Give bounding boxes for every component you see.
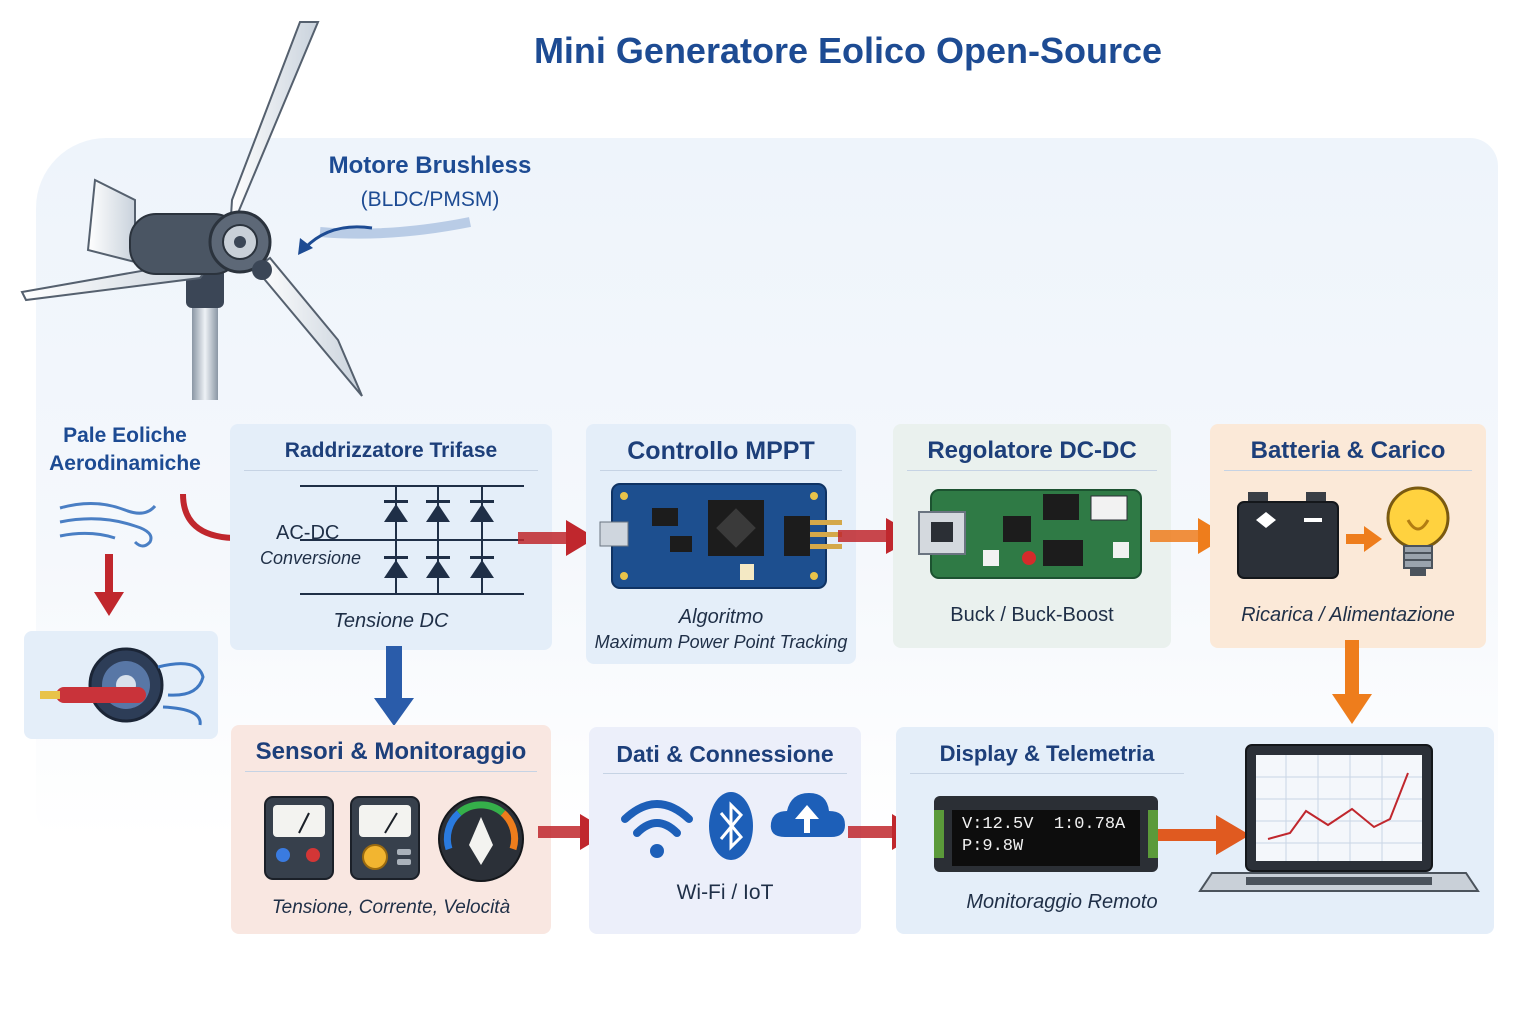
diode-bridge-icon (300, 485, 524, 595)
cloud-upload-icon (770, 793, 845, 837)
regulator-box: Regolatore DC-DC Buck / Buck-Boost (893, 424, 1171, 648)
motor-icon-panel (24, 631, 218, 739)
wind-turbine-icon (20, 21, 471, 400)
gauge-icon (264, 796, 524, 882)
rectifier-box: Raddrizzatore Trifase AC-DC Conversione … (230, 424, 552, 650)
regulator-caption: Buck / Buck-Boost (950, 604, 1114, 626)
mppt-caption-1: Algoritmo (678, 606, 764, 628)
data-title: Dati & Connessione (603, 735, 847, 774)
laptop-chart-icon (1198, 744, 1480, 892)
ac-dc-label: AC-DC (276, 522, 340, 544)
arrow-down-to-motor (94, 554, 124, 616)
lcd-icon: V:12.5V 1:0.78A P:9.8W (934, 796, 1158, 872)
bulb-icon (1386, 486, 1450, 576)
lcd-line-2: P:9.8W (962, 837, 1024, 856)
conversion-label: Conversione (260, 548, 362, 568)
motor-icon (40, 647, 205, 726)
data-box: Dati & Connessione Wi-Fi / IoT (589, 727, 861, 934)
battery-title: Batteria & Carico (1224, 432, 1472, 471)
diagram-title: Mini Generatore Eolico Open-Source (533, 30, 1163, 71)
blades-label-line1: Pale Eoliche (63, 424, 187, 447)
arrow-rectifier-to-sensors (374, 646, 414, 726)
battery-box: Batteria & Carico Ricarica / Alimentazio… (1210, 424, 1486, 648)
sensors-box: Sensori & Monitoraggio Tensione, Corrent… (231, 725, 551, 934)
data-caption: Wi-Fi / IoT (676, 881, 774, 904)
blades-label-line2: Aerodinamiche (49, 452, 201, 475)
mppt-caption-2: Maximum Power Point Tracking (594, 632, 848, 652)
sensors-title: Sensori & Monitoraggio (245, 733, 537, 772)
lcd-left-connector (934, 810, 944, 858)
lcd-right-connector (1148, 810, 1158, 858)
arrow-battery-to-bulb (1346, 526, 1382, 552)
wind-icon (59, 501, 157, 548)
pcb-green-icon (918, 489, 1142, 579)
rectifier-title: Raddrizzatore Trifase (244, 432, 538, 471)
display-caption: Monitoraggio Remoto (966, 891, 1158, 913)
battery-icon (1237, 492, 1339, 579)
arrow-lcd-to-laptop (1158, 815, 1250, 855)
display-box: Display & Telemetria V:12.5V 1:0.78A P:9.… (896, 727, 1494, 934)
regulator-title: Regolatore DC-DC (907, 432, 1157, 471)
display-title: Display & Telemetria (910, 735, 1184, 774)
lcd-screen: V:12.5V 1:0.78A P:9.8W (952, 810, 1140, 866)
wifi-icon (621, 800, 693, 858)
battery-caption: Ricarica / Alimentazione (1241, 604, 1455, 626)
motor-label: Motore Brushless (328, 152, 532, 179)
bluetooth-icon (709, 792, 753, 860)
sensors-caption: Tensione, Corrente, Velocità (271, 897, 511, 918)
mppt-title: Controllo MPPT (600, 432, 842, 471)
arrow-rectifier-to-mppt (518, 520, 596, 556)
arrow-battery-to-display (1332, 640, 1372, 724)
motor-sublabel: (BLDC/PMSM) (360, 188, 500, 211)
lcd-line-1: V:12.5V 1:0.78A (962, 815, 1126, 834)
rectifier-caption: Tensione DC (333, 610, 449, 632)
mppt-box: Controllo MPPT Algoritmo Maximum Power P… (586, 424, 856, 664)
pcb-icon (599, 483, 842, 589)
